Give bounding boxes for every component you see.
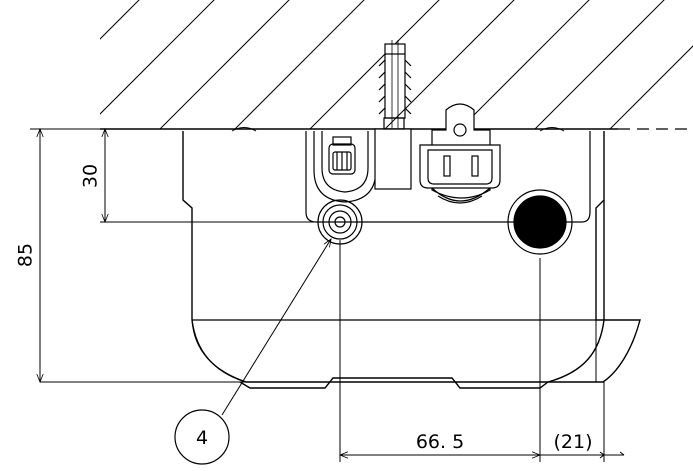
dimension-height-total: 85: [15, 129, 252, 382]
unit-right-contour: [547, 200, 605, 383]
dimension-side-offset-label: (21): [553, 431, 592, 453]
dimension-side-offset: (21): [540, 431, 625, 459]
dimension-height-port-label: 30: [80, 164, 102, 188]
dimension-height-port: 30: [80, 129, 106, 222]
top-bumps: [231, 127, 565, 132]
ceiling-hatching: [100, 0, 693, 129]
dimension-spacing-label: 66. 5: [416, 431, 464, 453]
front-panel: [305, 131, 591, 223]
connector-housing: [313, 131, 377, 203]
dimension-spacing: 66. 5: [340, 431, 540, 455]
dimension-height-total-label: 85: [15, 243, 37, 267]
anchor-plug: [374, 40, 412, 190]
center-lines: [100, 221, 605, 462]
callout-4: 4: [174, 239, 331, 465]
callout-4-label: 4: [196, 427, 208, 449]
power-outlet: [419, 103, 501, 204]
drain-port-large: [507, 189, 573, 255]
unit-body: [182, 131, 641, 389]
